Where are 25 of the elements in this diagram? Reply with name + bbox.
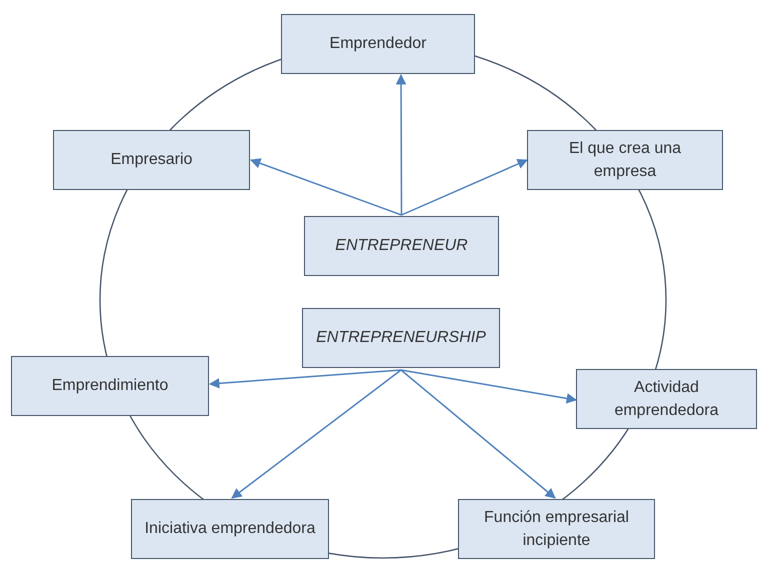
concept-label: Emprendedor [330,34,426,54]
concept-label: Función empresarial incipiente [483,508,630,551]
concept-box [131,499,329,559]
concept-label: ENTREPRENEUR [335,236,468,256]
concept-box [281,14,475,74]
concept-label: ENTREPRENEURSHIP [316,328,486,348]
arrow [400,369,578,404]
concept-box [302,308,500,368]
arrow [396,74,406,215]
concept-box [11,356,209,416]
arrow [208,369,402,389]
concept-box [576,369,757,429]
concept-label: Emprendimiento [52,376,168,396]
concept-box [527,130,723,190]
concept-box [458,499,655,559]
concept-label: Iniciativa emprendedora [144,519,316,540]
concept-box [304,216,499,276]
arrow [400,369,556,499]
concept-label: El que crea una empresa [568,138,682,182]
arrow [250,158,402,216]
arrow [231,369,402,499]
arrow [401,158,528,216]
concept-label: Actividad emprendedora [613,378,720,421]
concept-box [53,130,250,190]
concept-label: Empresario [110,150,192,170]
